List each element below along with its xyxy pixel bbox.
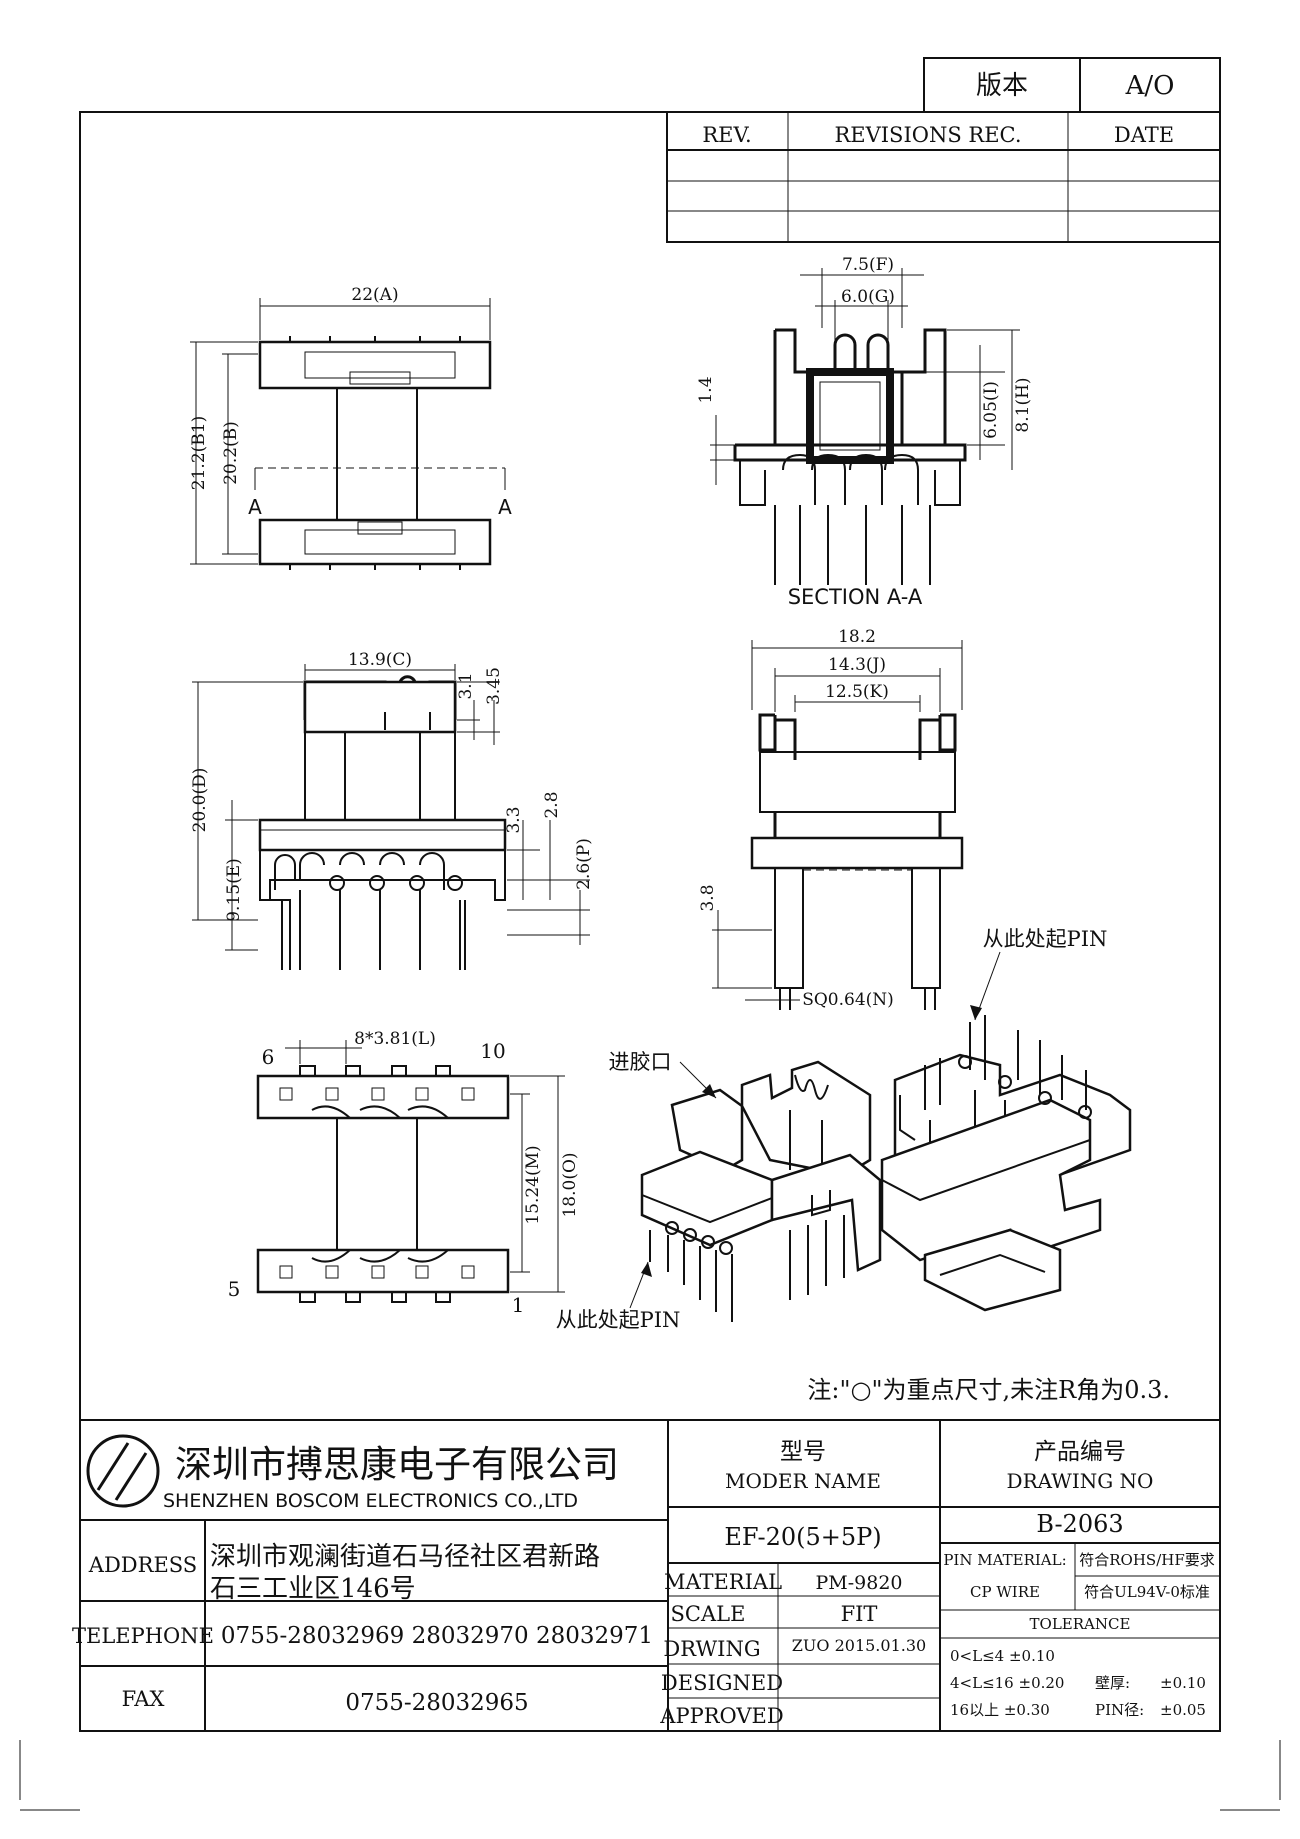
tolerance-line-1: 0<L≤4 ±0.10: [950, 1647, 1055, 1665]
dim-60g: 6.0(G): [841, 287, 895, 307]
dim-22a: 22(A): [351, 285, 398, 305]
dim-345: 3.45: [484, 667, 504, 705]
dim-33: 3.3: [504, 806, 524, 833]
material-value: PM-9820: [815, 1572, 902, 1594]
section-mark-right: A: [498, 495, 512, 519]
version-label: 版本: [976, 71, 1028, 101]
model-value: EF-20(5+5P): [724, 1523, 881, 1551]
cp-wire-value: 符合UL94V-0标准: [1084, 1583, 1210, 1601]
isometric-left: [640, 1060, 882, 1322]
dim-31: 3.1: [456, 672, 476, 699]
company-name-cn: 深圳市搏思康电子有限公司: [175, 1443, 619, 1486]
label-pin-start-right: 从此处起PIN: [983, 927, 1108, 951]
dim-75f: 7.5(F): [842, 255, 894, 275]
scale-value: FIT: [841, 1602, 878, 1626]
pin-material-value: 符合ROHS/HF要求: [1079, 1551, 1215, 1569]
leader-arrow-right: [970, 1005, 982, 1020]
model-name-en: MODER NAME: [725, 1469, 881, 1493]
cp-wire-label: CP WIRE: [970, 1583, 1040, 1601]
section-title: SECTION A-A: [788, 585, 923, 609]
dim-81h: 8.1(H): [1013, 377, 1033, 432]
revision-table: REV. REVISIONS REC. DATE: [666, 111, 1221, 243]
address-label: ADDRESS: [88, 1553, 197, 1577]
tolerance-label: TOLERANCE: [1030, 1615, 1131, 1633]
version-box: 版本 A/O: [923, 57, 1221, 113]
tolerance-line-3: 16以上 ±0.30: [950, 1701, 1050, 1719]
section-view: SECTION A-A 7.5(F) 6.0(G) 1.4 6.05(I) 8.…: [696, 255, 1033, 609]
drawing-no-cn: 产品编号: [1034, 1439, 1126, 1465]
dim-182: 18.2: [838, 627, 876, 647]
section-mark-left: A: [248, 495, 262, 519]
dim-915e: 9.15(E): [224, 858, 244, 922]
company-name-en: SHENZHEN BOSCOM ELECTRONICS CO.,LTD: [163, 1490, 578, 1512]
telephone-label: TELEPHONE: [72, 1624, 214, 1648]
fax-label: FAX: [122, 1687, 165, 1711]
side-view: 18.2 14.3(J) 12.5(K) 3.8 SQ0.64(N): [698, 627, 964, 1010]
label-gate: 进胶口: [609, 1050, 672, 1074]
approved-label: APPROVED: [659, 1704, 783, 1728]
address-line-1: 深圳市观澜街道石马径社区君新路: [210, 1542, 600, 1572]
top-view: A A 22(A) 21.2(B1) 20.2(B): [189, 285, 512, 570]
address-line-2: 石三工业区146号: [210, 1574, 416, 1604]
dim-139c: 13.9(C): [348, 650, 412, 670]
dim-sq064n: SQ0.64(N): [802, 990, 894, 1010]
model-name-cn: 型号: [780, 1439, 826, 1465]
material-label: MATERIAL: [664, 1570, 782, 1594]
fax-value: 0755-28032965: [345, 1690, 528, 1716]
scale-label: SCALE: [671, 1602, 746, 1626]
label-pin-start-left: 从此处起PIN: [556, 1308, 681, 1332]
title-block: [80, 1419, 1220, 1731]
pin-6-label: 6: [262, 1045, 275, 1069]
dim-8x381l: 8*3.81(L): [354, 1029, 436, 1049]
designed-label: DESIGNED: [661, 1671, 783, 1695]
sheet-border: [79, 111, 1221, 1732]
drawing-by-label: DRWING: [663, 1637, 760, 1661]
dim-125k: 12.5(K): [825, 682, 889, 702]
dim-605i: 6.05(I): [981, 381, 1001, 439]
rev-header: REV.: [702, 123, 751, 147]
pin-5-label: 5: [228, 1277, 241, 1301]
isometric-right: [880, 1015, 1132, 1312]
leader-arrow-left: [641, 1262, 652, 1277]
dim-b1: 21.2(B1): [189, 416, 209, 490]
tolerance-line-2: 4<L≤16 ±0.20: [950, 1674, 1064, 1692]
dim-b: 20.2(B): [221, 421, 241, 485]
pin-1-label: 1: [512, 1293, 525, 1317]
front-view: 13.9(C) 3.1 3.45 20.0(D) 9.15(E) 3.3 2.8…: [190, 650, 594, 970]
wall-thickness-value: ±0.10: [1160, 1674, 1206, 1692]
drawing-by-value: ZUO 2015.01.30: [792, 1636, 926, 1655]
drawing-value: B-2063: [1036, 1510, 1123, 1538]
general-note: 注:"○"为重点尺寸,未注R角为0.3.: [807, 1376, 1170, 1404]
dim-1524m: 15.24(M): [523, 1145, 543, 1224]
leader-arrow-gate: [702, 1084, 716, 1098]
dim-180o: 18.0(O): [560, 1152, 580, 1217]
bottom-view: 8*3.81(L) 6 10 5 1 15.24(M) 18.0(O): [228, 1029, 580, 1317]
date-header: DATE: [1114, 123, 1174, 147]
pin-10-label: 10: [480, 1039, 505, 1063]
pin-diameter-label: PIN径:: [1095, 1701, 1144, 1719]
version-value: A/O: [1125, 71, 1175, 101]
drawing-no-en: DRAWING NO: [1007, 1469, 1154, 1493]
wall-thickness-label: 壁厚:: [1095, 1674, 1130, 1692]
pin-diameter-value: ±0.05: [1160, 1701, 1206, 1719]
revisions-rec-header: REVISIONS REC.: [834, 123, 1021, 147]
dim-20d: 20.0(D): [190, 768, 210, 833]
dim-14: 1.4: [696, 376, 716, 403]
company-logo: [86, 1434, 160, 1508]
dim-38: 3.8: [698, 884, 718, 911]
dim-28: 2.8: [542, 791, 562, 818]
pin-material-label: PIN MATERIAL:: [943, 1551, 1066, 1569]
corner-marks: [19, 1740, 1281, 1811]
telephone-value: 0755-28032969 28032970 28032971: [221, 1623, 653, 1649]
dim-143j: 14.3(J): [828, 655, 886, 675]
dim-26p: 2.6(P): [574, 838, 594, 890]
